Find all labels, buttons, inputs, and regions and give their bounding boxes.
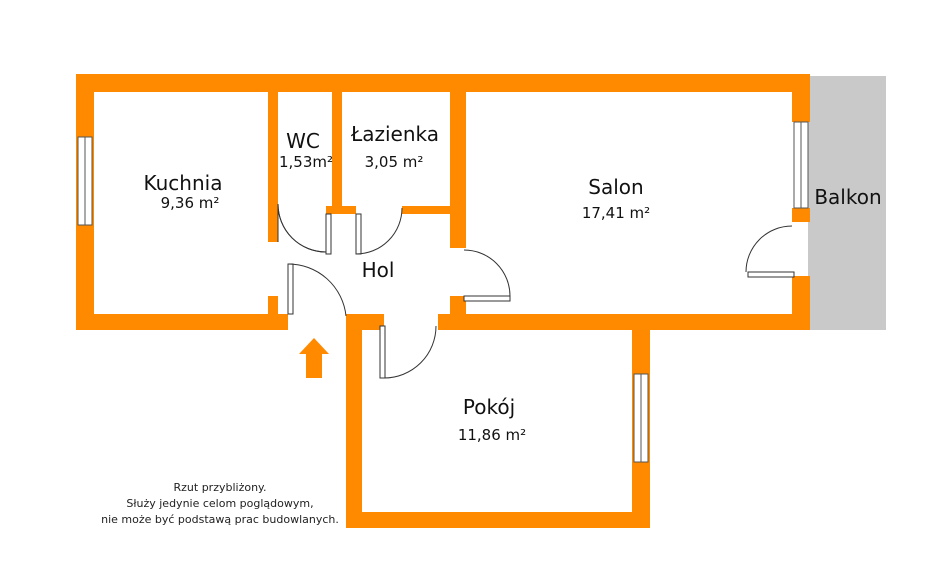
door-swing-icon (277, 203, 795, 379)
room-name-kuchnia: Kuchnia (144, 171, 223, 195)
room-name-pokoj: Pokój (463, 395, 515, 419)
balcony-area (808, 76, 886, 330)
room-name-hol: Hol (362, 258, 395, 282)
room-area-pokoj: 11,86 m² (458, 426, 526, 444)
disclaimer-line-3: nie może być podstawą prac budowlanych. (101, 513, 339, 526)
room-area-lazienka: 3,05 m² (365, 153, 424, 171)
entrance-arrow-icon (299, 338, 329, 378)
window-icon (633, 373, 649, 463)
room-area-wc: 1,53m² (279, 153, 333, 171)
disclaimer-note: Rzut przybliżony. Służy jedynie celom po… (60, 480, 380, 528)
room-name-salon: Salon (588, 175, 643, 199)
room-area-salon: 17,41 m² (582, 204, 650, 222)
window-icon (793, 121, 809, 209)
disclaimer-line-2: Służy jedynie celom poglądowym, (126, 497, 314, 510)
room-name-balkon: Balkon (814, 185, 881, 209)
walls (76, 74, 810, 528)
disclaimer-line-1: Rzut przybliżony. (173, 481, 267, 494)
room-name-lazienka: Łazienka (350, 122, 439, 146)
window-icon (77, 136, 93, 226)
room-area-kuchnia: 9,36 m² (161, 194, 220, 212)
room-name-wc: WC (286, 129, 320, 153)
